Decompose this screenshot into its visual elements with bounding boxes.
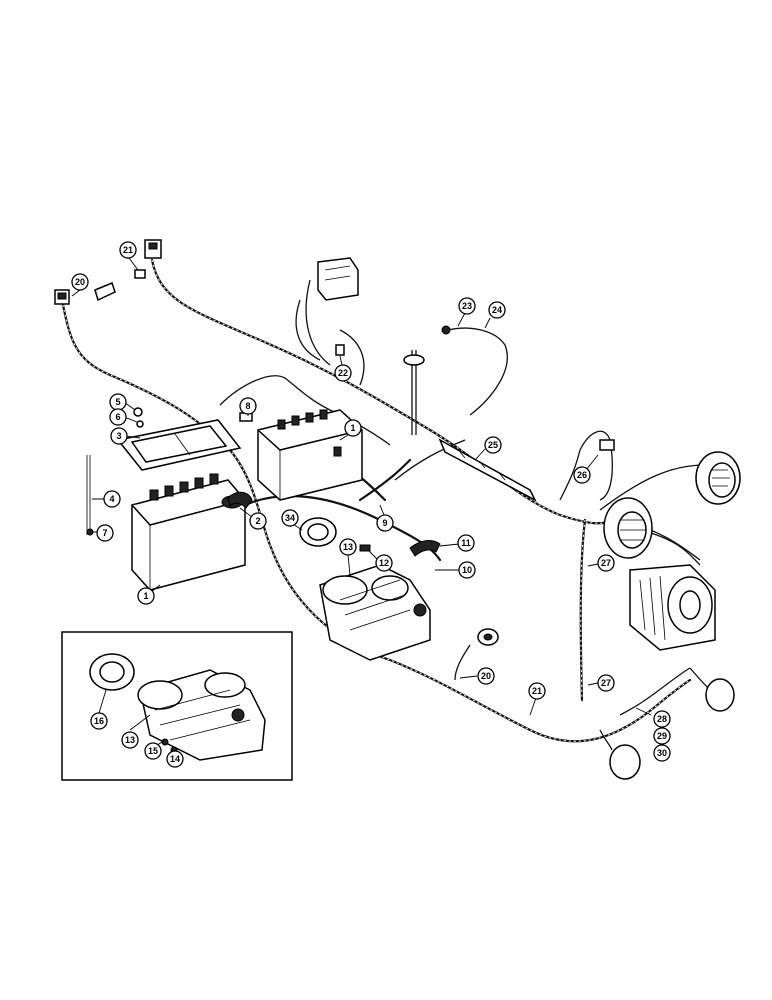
callout-20-top: 20 — [71, 273, 89, 291]
callout-34: 34 — [281, 509, 299, 527]
svg-text:3: 3 — [116, 431, 121, 441]
gauge-sender — [599, 439, 615, 451]
svg-text:8: 8 — [245, 401, 250, 411]
connector-plug-top — [134, 239, 162, 279]
callout-7: 7 — [96, 524, 114, 542]
callout-26: 26 — [573, 466, 591, 484]
svg-text:21: 21 — [532, 686, 542, 696]
callout-6: 6 — [109, 408, 127, 426]
callout-27-upper: 27 — [597, 554, 615, 572]
callout-4: 4 — [103, 490, 121, 508]
callouts: 1 1 2 3 4 5 6 7 8 9 10 11 12 13 13 14 15… — [71, 241, 671, 768]
callout-1-front: 1 — [137, 587, 155, 605]
battery-hold-down-frame — [86, 407, 242, 536]
callout-21-top: 21 — [119, 241, 137, 259]
svg-text:16: 16 — [94, 716, 104, 726]
callout-11: 11 — [457, 534, 475, 552]
alternator — [629, 564, 716, 651]
svg-text:28: 28 — [657, 714, 667, 724]
svg-text:10: 10 — [462, 565, 472, 575]
svg-text:27: 27 — [601, 678, 611, 688]
svg-text:4: 4 — [109, 494, 114, 504]
svg-text:13: 13 — [343, 542, 353, 552]
callout-13-inset: 13 — [121, 731, 139, 749]
svg-text:29: 29 — [657, 731, 667, 741]
harness-bracket — [438, 438, 537, 502]
battery-front — [131, 473, 246, 591]
callout-5: 5 — [109, 393, 127, 411]
callout-8: 8 — [239, 397, 257, 415]
starter-motor — [319, 564, 431, 661]
svg-text:9: 9 — [382, 518, 387, 528]
svg-text:20: 20 — [481, 671, 491, 681]
svg-text:30: 30 — [657, 748, 667, 758]
lamp-middle — [603, 497, 653, 559]
callout-9: 9 — [376, 514, 394, 532]
starter-gasket — [299, 517, 337, 547]
connector-plug-left — [54, 282, 116, 305]
svg-text:2: 2 — [255, 516, 260, 526]
fuel-sender — [403, 325, 451, 435]
svg-text:34: 34 — [285, 513, 295, 523]
callout-16: 16 — [90, 712, 108, 730]
battery-rear — [257, 409, 363, 501]
svg-text:23: 23 — [462, 301, 472, 311]
callout-13-main: 13 — [339, 538, 357, 556]
svg-text:7: 7 — [102, 528, 107, 538]
callout-12: 12 — [375, 554, 393, 572]
callout-23: 23 — [458, 297, 476, 315]
svg-text:1: 1 — [143, 591, 148, 601]
callout-24: 24 — [488, 301, 506, 319]
svg-text:15: 15 — [148, 746, 158, 756]
callout-20-bottom: 20 — [477, 667, 495, 685]
svg-text:1: 1 — [350, 423, 355, 433]
svg-text:12: 12 — [379, 558, 389, 568]
callout-2: 2 — [249, 512, 267, 530]
svg-text:25: 25 — [488, 440, 498, 450]
svg-text:27: 27 — [601, 558, 611, 568]
svg-text:20: 20 — [75, 277, 85, 287]
hose-boot — [409, 540, 441, 557]
switch-block — [317, 257, 359, 356]
lamp-upper-right — [695, 451, 741, 505]
svg-text:13: 13 — [125, 735, 135, 745]
svg-text:24: 24 — [492, 305, 502, 315]
callout-27-lower: 27 — [597, 674, 615, 692]
callout-1-rear: 1 — [344, 419, 362, 437]
svg-text:11: 11 — [461, 538, 471, 548]
lamp-lower-right — [705, 678, 735, 712]
svg-text:21: 21 — [123, 245, 133, 255]
terminal-boot — [227, 491, 253, 509]
callout-21-bottom: 21 — [528, 682, 546, 700]
callout-15: 15 — [144, 742, 162, 760]
svg-text:26: 26 — [577, 470, 587, 480]
lamp-bottom — [609, 744, 641, 780]
callout-10: 10 — [458, 561, 476, 579]
callout-25: 25 — [484, 436, 502, 454]
callout-30: 30 — [653, 744, 671, 762]
terminal-clip — [359, 544, 371, 552]
callout-22: 22 — [334, 364, 352, 382]
oil-pressure-sender — [477, 628, 499, 646]
svg-text:5: 5 — [115, 397, 120, 407]
callout-3: 3 — [110, 427, 128, 445]
svg-text:14: 14 — [170, 754, 180, 764]
svg-text:22: 22 — [338, 368, 348, 378]
callout-14: 14 — [166, 750, 184, 768]
callout-28: 28 — [653, 710, 671, 728]
callout-29: 29 — [653, 727, 671, 745]
svg-text:6: 6 — [115, 412, 120, 422]
